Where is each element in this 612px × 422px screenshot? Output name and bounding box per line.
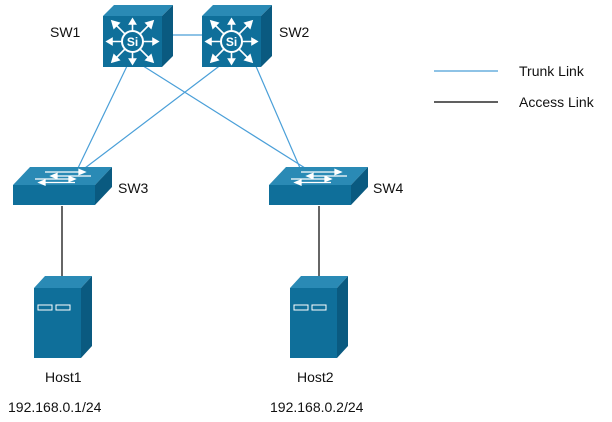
host1-label: Host1 [45, 369, 82, 385]
link-sw2-sw3 [84, 63, 223, 169]
sw2-label: SW2 [279, 24, 310, 40]
access-links [61, 206, 320, 276]
sw3-label: SW3 [118, 180, 149, 196]
legend-trunk-label: Trunk Link [519, 63, 584, 79]
link-sw1-sw3 [77, 63, 129, 169]
trunk-links [77, 34, 306, 169]
host2-ip: 192.168.0.2/24 [270, 399, 364, 415]
host1-server-icon[interactable] [34, 276, 92, 358]
host2-label: Host2 [297, 369, 334, 385]
sw4-workgroup-switch-icon[interactable] [269, 167, 368, 205]
host2-server-icon[interactable] [290, 276, 348, 358]
legend-access-label: Access Link [519, 94, 594, 110]
sw4-label: SW4 [373, 180, 404, 196]
link-sw2-sw4 [254, 63, 301, 169]
sw1-label: SW1 [50, 24, 81, 40]
sw3-workgroup-switch-icon[interactable] [13, 167, 112, 205]
sw1-si-glyph: Si [127, 35, 138, 49]
sw2-multilayer-switch-icon[interactable]: Si [202, 5, 272, 67]
sw2-si-glyph: Si [226, 35, 237, 49]
sw1-multilayer-switch-icon[interactable]: Si [103, 5, 173, 67]
host1-ip: 192.168.0.1/24 [8, 399, 102, 415]
link-sw1-sw4 [139, 63, 306, 169]
